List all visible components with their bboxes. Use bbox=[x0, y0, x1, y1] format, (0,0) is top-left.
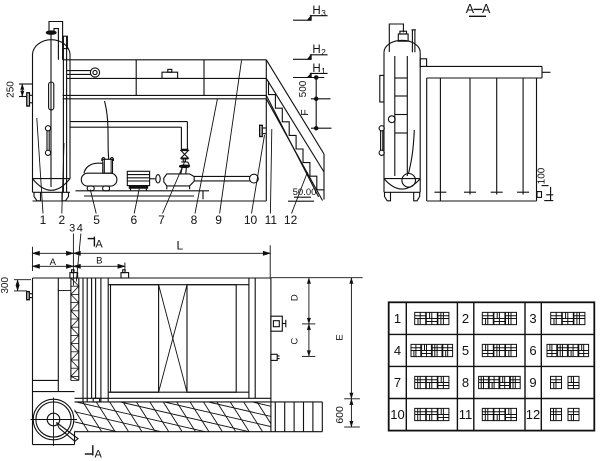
svg-text:7: 7 bbox=[394, 375, 401, 390]
svg-text:4: 4 bbox=[394, 343, 401, 358]
svg-text:E: E bbox=[334, 334, 345, 340]
svg-text:2: 2 bbox=[462, 311, 469, 326]
svg-text:12: 12 bbox=[284, 213, 298, 227]
svg-text:8: 8 bbox=[462, 375, 469, 390]
svg-text:H: H bbox=[312, 44, 320, 56]
svg-text:10: 10 bbox=[390, 407, 404, 422]
svg-text:9: 9 bbox=[529, 375, 536, 390]
svg-text:11: 11 bbox=[265, 213, 278, 227]
svg-text:1: 1 bbox=[321, 66, 326, 76]
svg-text:D: D bbox=[289, 294, 300, 301]
svg-text:12: 12 bbox=[526, 407, 540, 422]
svg-text:100: 100 bbox=[536, 167, 547, 184]
svg-text:C: C bbox=[289, 338, 300, 345]
svg-text:1: 1 bbox=[394, 311, 401, 326]
svg-text:A: A bbox=[95, 238, 103, 250]
svg-text:500: 500 bbox=[298, 80, 309, 97]
svg-text:B: B bbox=[96, 256, 102, 267]
svg-text:9: 9 bbox=[215, 213, 222, 227]
svg-text:A: A bbox=[482, 2, 491, 16]
svg-text:300: 300 bbox=[0, 277, 11, 294]
svg-text:2: 2 bbox=[58, 213, 65, 227]
svg-text:4: 4 bbox=[77, 223, 83, 235]
svg-text:600: 600 bbox=[334, 406, 346, 424]
svg-text:A: A bbox=[50, 257, 57, 268]
svg-text:1: 1 bbox=[40, 213, 47, 227]
svg-text:10: 10 bbox=[244, 213, 258, 227]
svg-text:2: 2 bbox=[321, 47, 326, 57]
svg-text:11: 11 bbox=[459, 407, 473, 422]
svg-text:A: A bbox=[95, 449, 103, 461]
svg-text:7: 7 bbox=[158, 213, 165, 227]
svg-text:6: 6 bbox=[130, 213, 137, 227]
svg-text:H: H bbox=[312, 63, 320, 75]
svg-text:L: L bbox=[176, 239, 183, 253]
svg-text:5: 5 bbox=[462, 343, 469, 358]
svg-text:3: 3 bbox=[321, 8, 326, 18]
svg-text:3: 3 bbox=[69, 223, 75, 235]
svg-text:8: 8 bbox=[191, 213, 198, 227]
svg-text:H: H bbox=[312, 5, 320, 17]
svg-text:5: 5 bbox=[93, 213, 100, 227]
svg-text:250: 250 bbox=[6, 81, 17, 98]
svg-text:3: 3 bbox=[529, 311, 536, 326]
svg-text:A: A bbox=[466, 2, 475, 16]
svg-text:50.00: 50.00 bbox=[293, 187, 317, 198]
svg-text:6: 6 bbox=[529, 343, 536, 358]
svg-text:F: F bbox=[299, 109, 311, 115]
